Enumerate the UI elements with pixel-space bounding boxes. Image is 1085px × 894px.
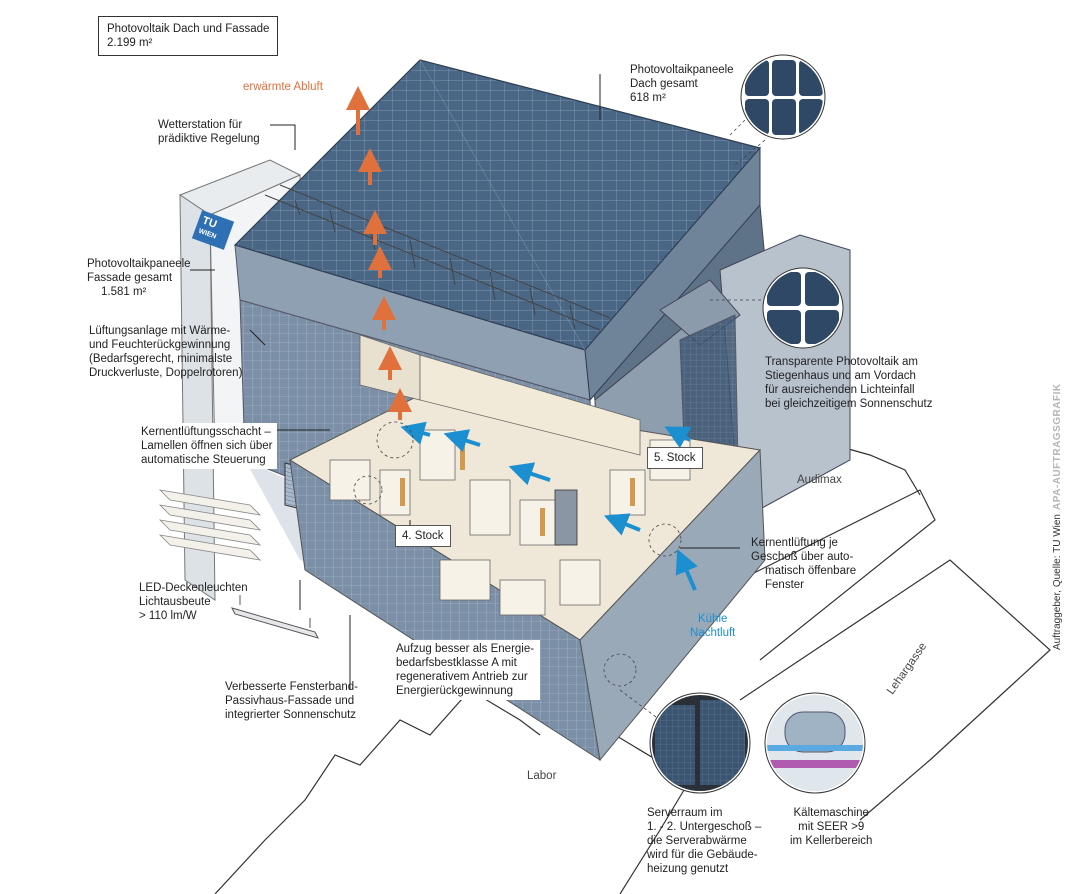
headline-box: Photovoltaik Dach und Fassade 2.199 m² [98,16,279,56]
core-ventilation-label: Kernentlüftung je Geschoß über auto- mat… [751,537,857,591]
headline-title: Photovoltaik Dach und Fassade [107,23,270,35]
detail-markers [353,109,770,721]
warm-exhaust-arrows [346,86,412,420]
server-room-label: Serverraum im 1. - 2. Untergeschoß – die… [647,807,762,875]
elevator-label: Aufzug besser als Energie- bedarfsbestkl… [390,640,541,700]
cool-air-arrows [400,421,698,591]
transparent-pv-label: Transparente Photovoltaik am Stiegenhaus… [765,356,933,410]
labor-label: Labor [527,770,557,782]
core-shaft-label: Kernentlüftungsschacht – Lamellen öffnen… [137,423,277,469]
sun-blinds-icon [158,489,262,561]
led-light-icon [231,595,319,639]
floor-4-tag: 4. Stock [395,525,451,547]
audimax-label: Audimax [797,474,842,486]
led-label: LED-Deckenleuchten Lichtausbeute > 110 l… [139,582,248,622]
source-credit: Auftraggeber, Quelle: TU Wien [1052,514,1063,650]
warm-exhaust-label: erwärmte Abluft [243,81,323,93]
pv-roof [233,59,762,402]
chiller-label: Kältemaschine mit SEER >9 im Kellerberei… [790,807,873,847]
cool-night-air-label: Kühle Nachtluft [690,613,736,639]
pv-facade-label: Photovoltaikpaneele Fassade gesamt 1.581… [87,258,191,298]
agency-credit: APA-AUFTRAGSGRAFIK [1052,383,1063,510]
weather-station-pergola [264,184,611,331]
ventilation-label: Lüftungsanlage mit Wärme- und Feuchterüc… [89,325,243,379]
server-room-detail [649,692,751,794]
headline-area: 2.199 m² [107,37,153,49]
floor-5-tag: 5. Stock [647,447,703,469]
chiller-detail [764,692,866,794]
weather-station-label: Wetterstation für prädiktive Regelung [158,119,260,145]
window-band-label: Verbesserte Fensterband- Passivhaus-Fass… [225,681,358,721]
pv-roof-detail [740,54,826,140]
pv-roof-label: Photovoltaikpaneele Dach gesamt 618 m² [630,64,734,104]
pv-transparent-detail [762,267,844,349]
